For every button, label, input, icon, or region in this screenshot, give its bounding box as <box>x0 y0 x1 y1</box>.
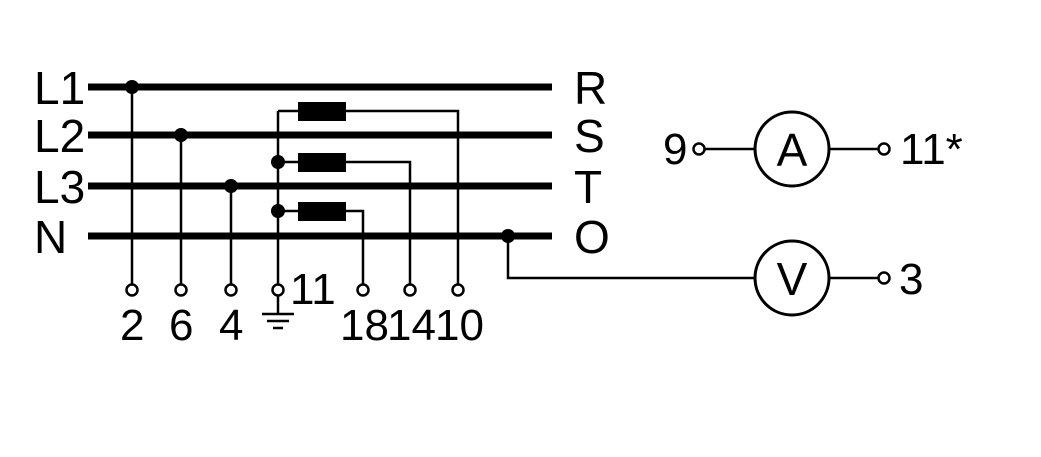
junction-dot <box>271 155 285 169</box>
terminal-label-10: 10 <box>435 301 484 350</box>
terminal-icon <box>224 283 238 297</box>
line-label-s: S <box>574 110 605 162</box>
voltmeter-wire <box>506 236 755 280</box>
line-label-n: N <box>34 211 67 263</box>
resistor-icon <box>298 102 346 121</box>
terminal-icon <box>692 142 706 156</box>
terminal-label-4: 4 <box>219 301 243 350</box>
line-label-l2: L2 <box>34 110 85 162</box>
terminal-label-2: 2 <box>120 301 144 350</box>
line-label-o: O <box>574 211 610 263</box>
line-label-l3: L3 <box>34 161 85 213</box>
terminal-icon <box>174 283 188 297</box>
terminal-label-18: 18 <box>340 301 389 350</box>
ammeter-label: A <box>777 124 808 176</box>
terminal-label-14: 14 <box>387 301 436 350</box>
resistor-icon <box>298 202 346 221</box>
ground-icon <box>262 296 294 330</box>
terminal-label-3: 3 <box>899 255 923 304</box>
terminal-icon <box>125 283 139 297</box>
terminal-icon <box>271 283 285 297</box>
terminal-label-6: 6 <box>169 301 193 350</box>
wire-to-18 <box>346 209 365 284</box>
wire-to-10 <box>346 109 460 284</box>
resistor-icon <box>298 153 346 172</box>
junction-dot <box>174 128 188 142</box>
junction-dot <box>271 204 285 218</box>
terminal-icon <box>451 283 465 297</box>
terminal-icon <box>877 142 891 156</box>
line-label-r: R <box>574 62 607 114</box>
terminal-label-11: 11 <box>290 265 336 314</box>
line-label-l1: L1 <box>34 62 85 114</box>
terminal-icon <box>356 283 370 297</box>
wire-to-14 <box>346 160 412 284</box>
terminal-icon <box>877 271 891 285</box>
terminal-icon <box>403 283 417 297</box>
voltmeter-label: V <box>777 253 808 305</box>
junction-dot <box>125 80 139 94</box>
terminal-label-11-star: 11* <box>900 125 963 174</box>
line-label-t: T <box>574 161 602 213</box>
junction-dot <box>224 179 238 193</box>
terminal-label-9: 9 <box>663 125 687 174</box>
